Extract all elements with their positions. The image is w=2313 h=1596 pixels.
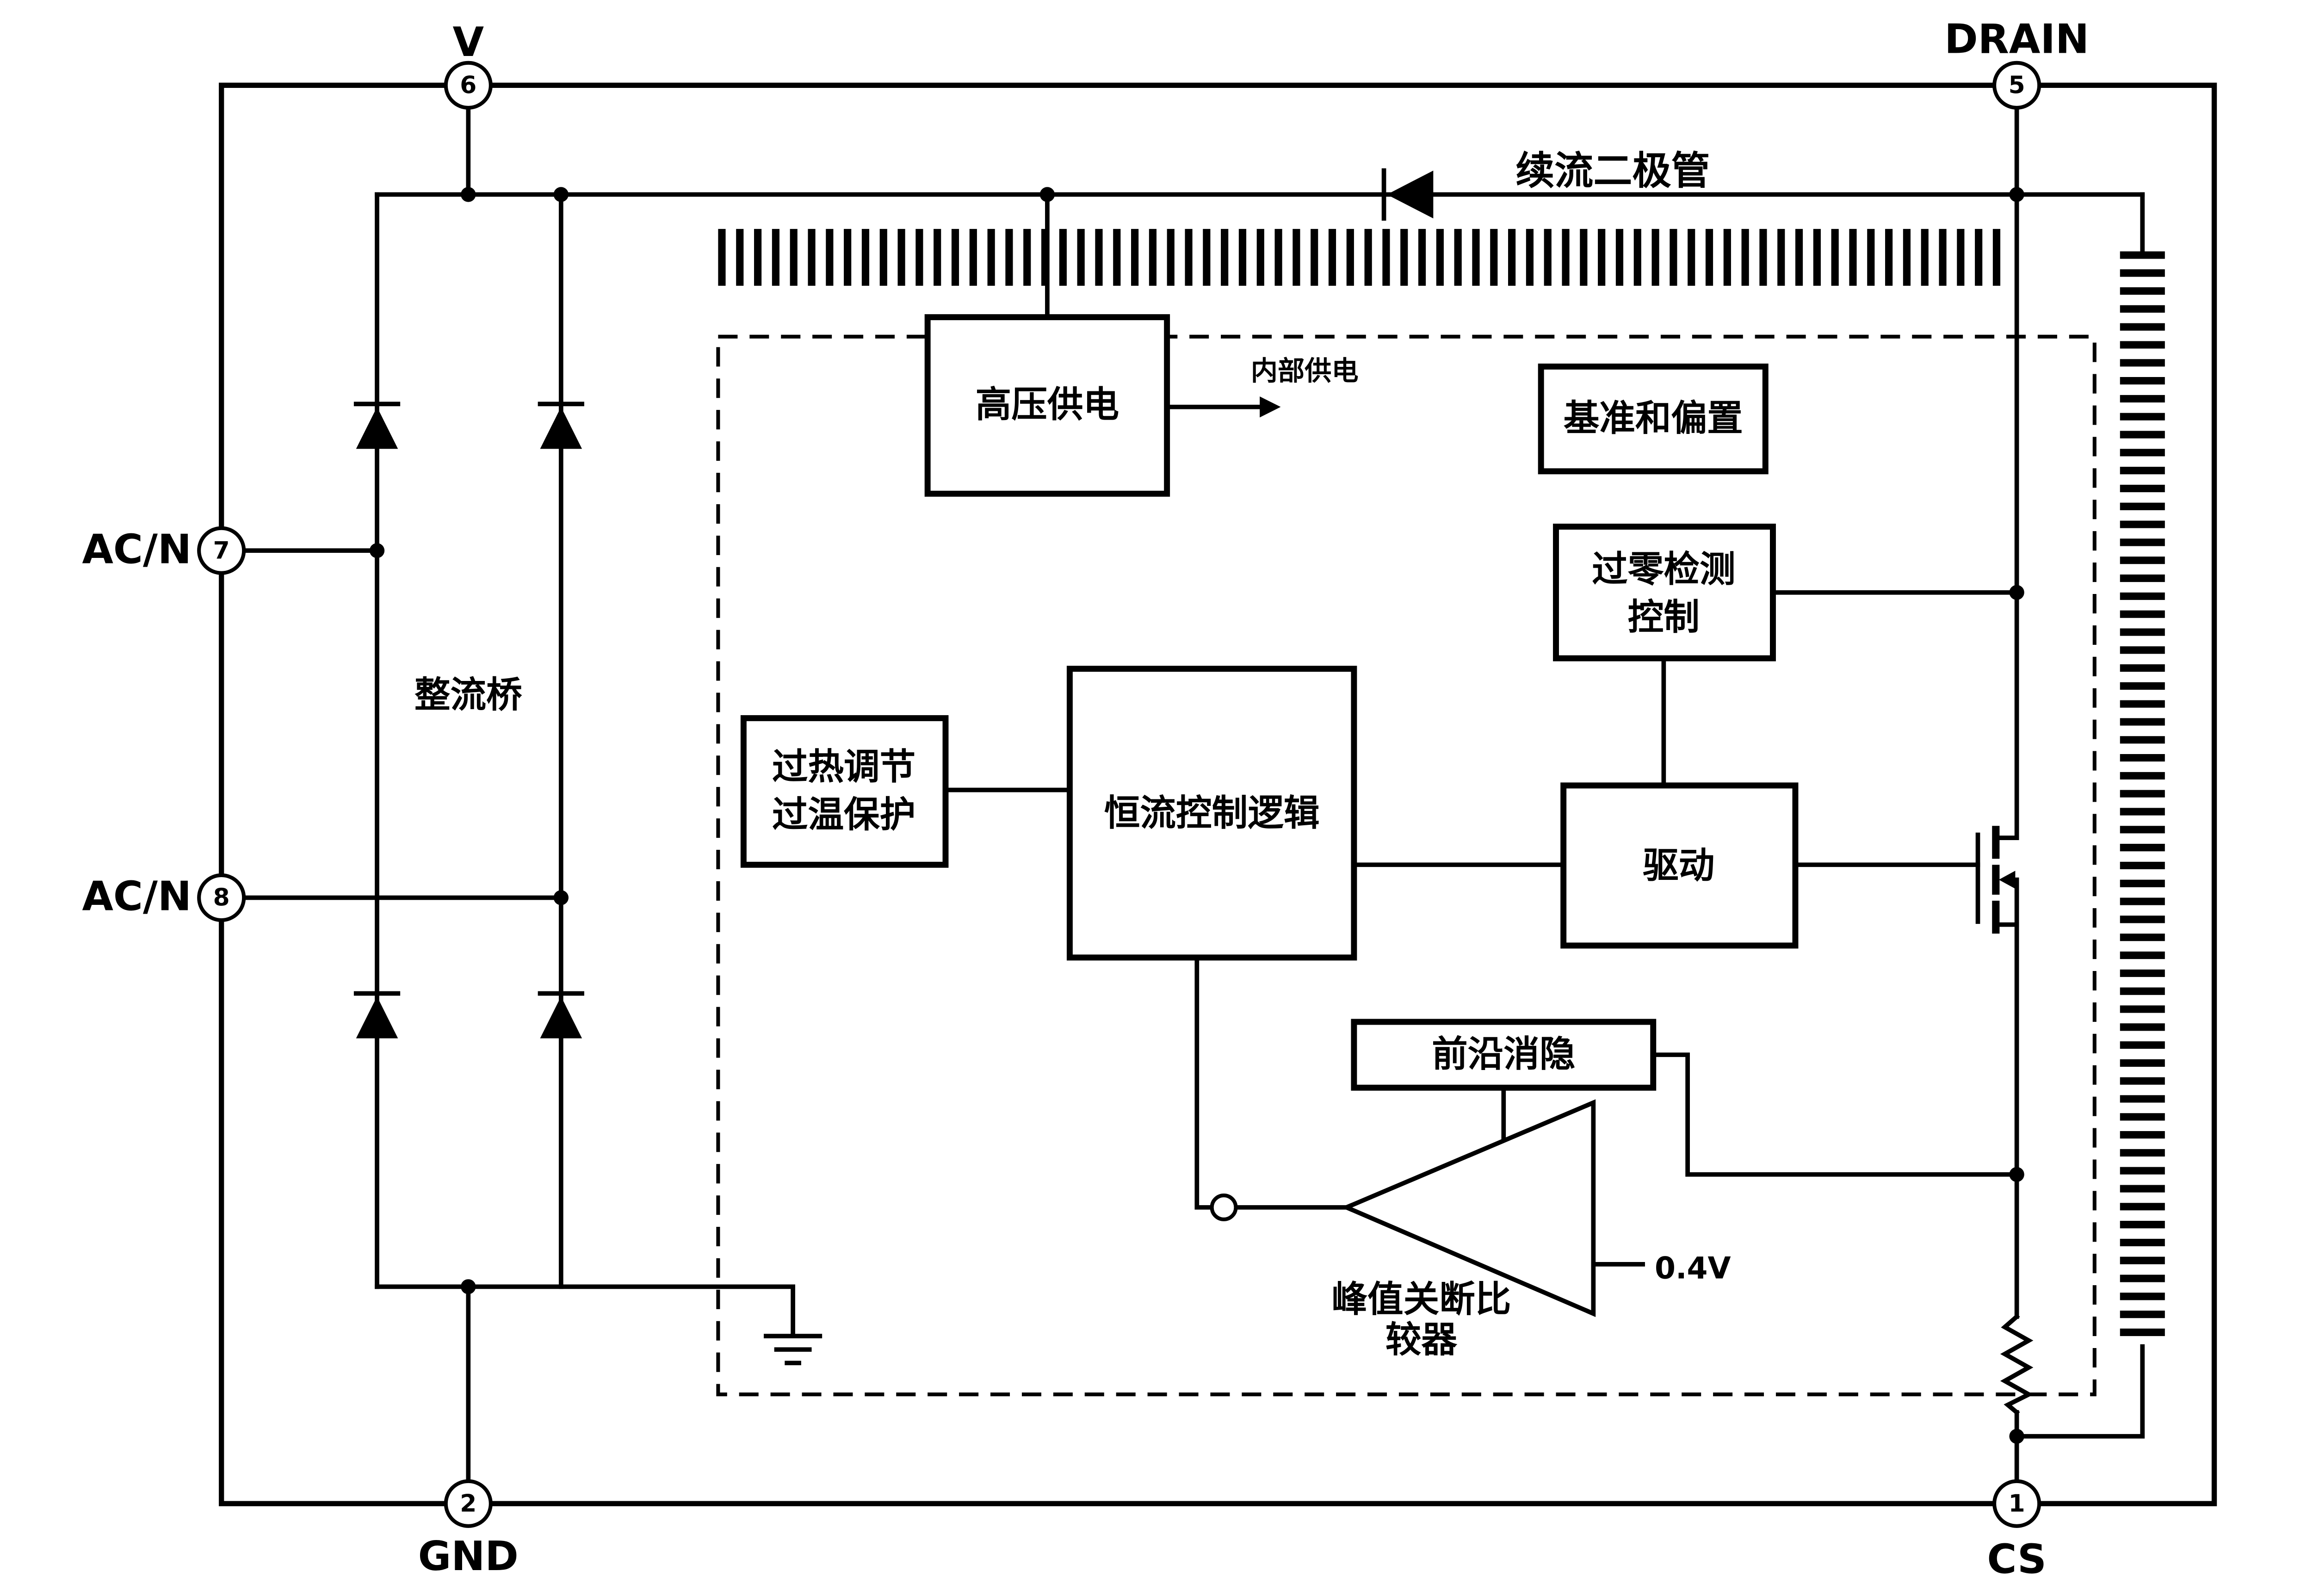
rectifier-bridge-label: 整流桥: [414, 674, 522, 716]
pin-cs: 1 CS: [1987, 1479, 2047, 1583]
pin-ac-top-label: AC/N: [82, 526, 192, 573]
pin-v-number: 6: [460, 72, 476, 99]
block-cc-control-logic: 恒流控制逻辑: [1066, 666, 1357, 961]
pin-circle: [1992, 1479, 2041, 1528]
block-hv-supply: 高压供电: [924, 314, 1170, 497]
block-leb-label: 前沿消隐: [1432, 1033, 1575, 1075]
block-ref-bias-label: 基准和偏置: [1564, 397, 1743, 439]
pin-drain: 5 DRAIN: [1944, 15, 2089, 110]
comparator-ref-label: 0.4V: [1655, 1251, 1731, 1286]
block-ref-bias: 基准和偏置: [1538, 363, 1769, 475]
comparator-output-bubble-icon: [1210, 1194, 1238, 1221]
mosfet-icon: [1975, 826, 2016, 934]
pin-drain-label: DRAIN: [1944, 15, 2089, 62]
diode-icon: [538, 402, 584, 449]
pin-ac-bottom: 8 AC/N: [82, 873, 246, 922]
pin-ac-bottom-number: 8: [213, 884, 230, 912]
arrow-right-icon: [1260, 396, 1281, 418]
freewheel-diode-icon: [1381, 168, 1434, 221]
pin-v: 6 V: [444, 19, 493, 110]
comparator-icon: [1210, 1099, 1596, 1317]
rectifier-bridge: 整流桥: [353, 402, 584, 1039]
internal-supply-label: 内部供电: [1251, 355, 1359, 386]
block-driver: 驱动: [1560, 782, 1799, 949]
pin-circle: [1992, 61, 2041, 110]
pin-gnd-label: GND: [418, 1533, 519, 1580]
junction-dots: [369, 187, 2024, 1444]
diode-icon: [353, 991, 401, 1039]
pin-circle: [197, 873, 246, 922]
block-driver-label: 驱动: [1643, 845, 1714, 886]
comparator-label-line1: 峰值关断比: [1331, 1279, 1511, 1320]
outer-border: [219, 82, 2217, 1506]
block-cc-logic-label: 恒流控制逻辑: [1104, 792, 1320, 834]
block-thermal-protect: 过热调节 过温保护: [740, 715, 949, 868]
sense-resistor-icon: [2000, 1313, 2034, 1416]
block-thermal-label-line2: 过温保护: [772, 794, 915, 835]
pin-ac-top-number: 7: [213, 537, 230, 564]
block-leading-edge-blanking: 前沿消隐: [1351, 1019, 1657, 1091]
block-zcd-label-line2: 控制: [1628, 596, 1700, 638]
pin-v-label: V: [453, 19, 484, 66]
ic-boundary: [716, 334, 2097, 1397]
pin-circle: [444, 1479, 493, 1528]
pin-cs-label: CS: [1987, 1535, 2047, 1583]
diode-icon: [538, 991, 584, 1039]
pin-circle: [197, 526, 246, 575]
diode-icon: [353, 402, 401, 449]
pin-ac-top: 7 AC/N: [82, 526, 246, 575]
wires: [240, 104, 2145, 1485]
pin-gnd-number: 2: [460, 1490, 476, 1518]
ground-icon: [764, 1334, 823, 1366]
block-zero-cross-detect: 过零检测 控制: [1553, 523, 1776, 662]
freewheel-diode-label: 续流二极管: [1515, 148, 1710, 193]
comparator-label-line2: 较器: [1385, 1319, 1458, 1361]
block-zcd-label-line1: 过零检测: [1592, 549, 1735, 590]
block-thermal-label-line1: 过热调节: [772, 746, 915, 788]
pin-ac-bottom-label: AC/N: [82, 873, 192, 920]
block-hv-supply-label: 高压供电: [976, 384, 1119, 426]
pin-gnd: 2 GND: [418, 1479, 519, 1580]
pin-cs-number: 1: [2009, 1490, 2025, 1518]
pin-drain-number: 5: [2009, 72, 2025, 99]
pin-circle: [444, 61, 493, 110]
